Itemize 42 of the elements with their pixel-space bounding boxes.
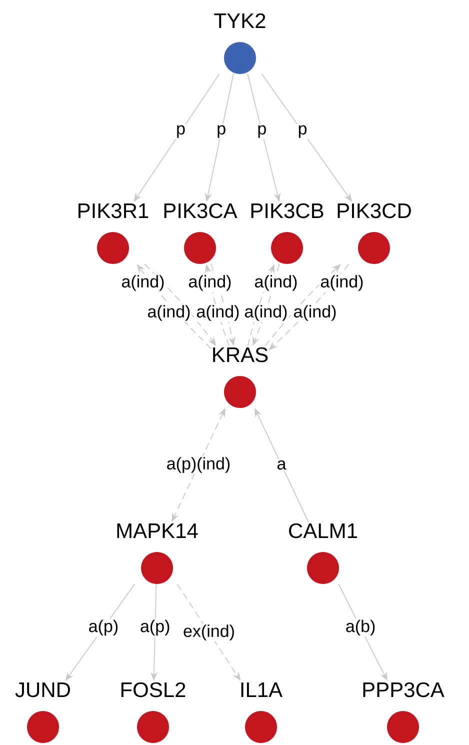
edge-label: a(b) (344, 618, 377, 637)
edge-label: a(ind) (146, 304, 192, 322)
node-label: PIK3CA (164, 203, 238, 218)
gene-node: PIK3CA (164, 203, 238, 264)
node-label: TYK2 (214, 13, 266, 28)
node-label: CALM1 (289, 523, 357, 538)
gene-node: TYK2 (214, 13, 266, 74)
edge-label: a(ind) (319, 274, 365, 292)
gene-node: KRAS (213, 347, 268, 408)
node-label: MAPK14 (117, 524, 198, 538)
edge-label: a(ind) (195, 304, 241, 322)
edge-label: p (256, 124, 268, 139)
gene-node: PPP3CA (363, 682, 444, 743)
node-label: PIK3CD (338, 203, 411, 218)
gene-node: JUND (15, 682, 70, 743)
edge-label: a(p) (87, 618, 120, 637)
edge-label: a(ind) (243, 304, 289, 322)
edge-label: ex(ind) (182, 624, 236, 642)
edge-label: a (276, 459, 288, 471)
node-label: JUND (15, 682, 70, 698)
gene-node: PIK3CB (251, 203, 324, 264)
edge-label: a(ind) (253, 274, 299, 292)
edge-label: a(ind) (187, 274, 233, 292)
gene-node: MAPK14 (117, 524, 198, 584)
node-label: FOSL2 (121, 682, 186, 698)
edge-label: a(p)(ind) (165, 456, 232, 474)
gene-node: PIK3CD (338, 203, 411, 264)
gene-node: FOSL2 (121, 682, 186, 743)
edge-label: p (296, 124, 308, 139)
node-label: KRAS (213, 347, 268, 362)
node-label: PIK3R1 (78, 203, 148, 218)
edge-label: p (216, 124, 228, 139)
gene-node: IL1A (241, 682, 283, 743)
edge-label: a(ind) (120, 274, 166, 292)
node-label: PIK3CB (251, 203, 324, 218)
edge-label: p (175, 124, 186, 139)
node-label: PPP3CA (363, 682, 444, 698)
node-label: IL1A (241, 682, 283, 697)
gene-node: CALM1 (289, 523, 357, 584)
edge-label: a(ind) (292, 304, 338, 322)
gene-node: PIK3R1 (78, 203, 148, 264)
edge-label: a(p) (139, 618, 172, 637)
